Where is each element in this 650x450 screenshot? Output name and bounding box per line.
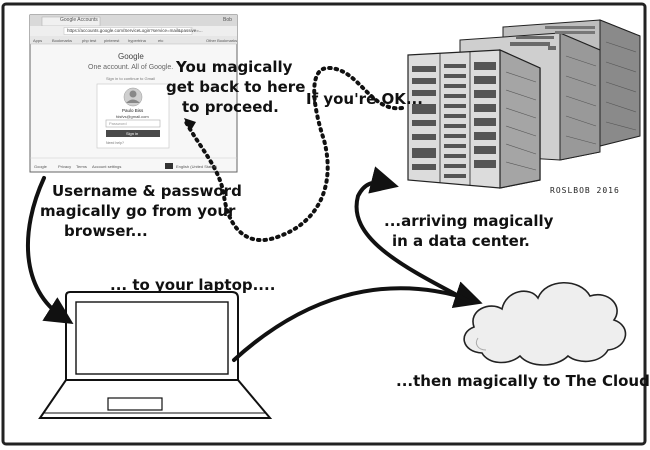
- footer-link[interactable]: Terms: [76, 164, 87, 169]
- browser-user-label: Bob: [223, 17, 232, 23]
- profile-email: fdsfvs@gmail.com: [116, 114, 149, 119]
- caption-get-back-2: get back to here: [166, 78, 306, 96]
- cloud-icon: [463, 282, 627, 366]
- caption-username-3: browser...: [64, 222, 148, 240]
- google-brand: Google: [118, 52, 144, 61]
- footer-link[interactable]: Account settings: [92, 164, 122, 169]
- browser-tab-title: Google Accounts: [60, 17, 98, 23]
- laptop-icon: [38, 291, 273, 419]
- bookmark-item[interactable]: Apps: [33, 38, 43, 43]
- bookmark-item[interactable]: hypertrina: [128, 38, 146, 43]
- caption-cloud: ...then magically to The Cloud.: [396, 372, 650, 390]
- bookmark-item[interactable]: Bookmarks: [52, 38, 73, 43]
- caption-get-back-1: You magically: [176, 58, 293, 76]
- flow-arrows: [25, 66, 483, 362]
- caption-get-back-3: to proceed.: [182, 98, 279, 116]
- caption-datacenter-1: ...arriving magically: [384, 212, 554, 230]
- caption-laptop: ... to your laptop....: [110, 276, 276, 294]
- signin-subtitle: Sign in to continue to Gmail: [106, 76, 155, 81]
- footer-link[interactable]: Google: [34, 164, 47, 169]
- caption-username-2: magically go from your: [40, 202, 236, 220]
- caption-datacenter-2: in a data center.: [392, 232, 530, 250]
- browser-url[interactable]: https://accounts.google.com/ServiceLogin…: [67, 28, 203, 33]
- google-tagline: One account. All of Google.: [88, 64, 174, 71]
- bookmark-item[interactable]: php test: [82, 38, 97, 43]
- caption-if-ok: If you're OK...: [306, 90, 423, 108]
- caption-username-1: Username & password: [52, 182, 242, 200]
- language-select[interactable]: English (United States): [176, 164, 217, 169]
- bookmark-item[interactable]: pinterest: [104, 38, 120, 43]
- server-racks: [407, 19, 641, 189]
- help-link[interactable]: Need help?: [106, 141, 124, 145]
- signin-button-label[interactable]: Sign in: [126, 131, 139, 136]
- signin-button: [106, 130, 160, 137]
- password-placeholder[interactable]: Password: [109, 121, 127, 126]
- profile-name: Paulo Biss: [122, 108, 144, 113]
- password-field: [105, 119, 161, 128]
- other-bookmarks[interactable]: Other Bookmarks: [206, 38, 238, 43]
- bookmark-item[interactable]: etc: [158, 38, 164, 43]
- artist-signature: ROSLBOB 2016: [550, 186, 620, 195]
- footer-link[interactable]: Privacy: [58, 164, 72, 169]
